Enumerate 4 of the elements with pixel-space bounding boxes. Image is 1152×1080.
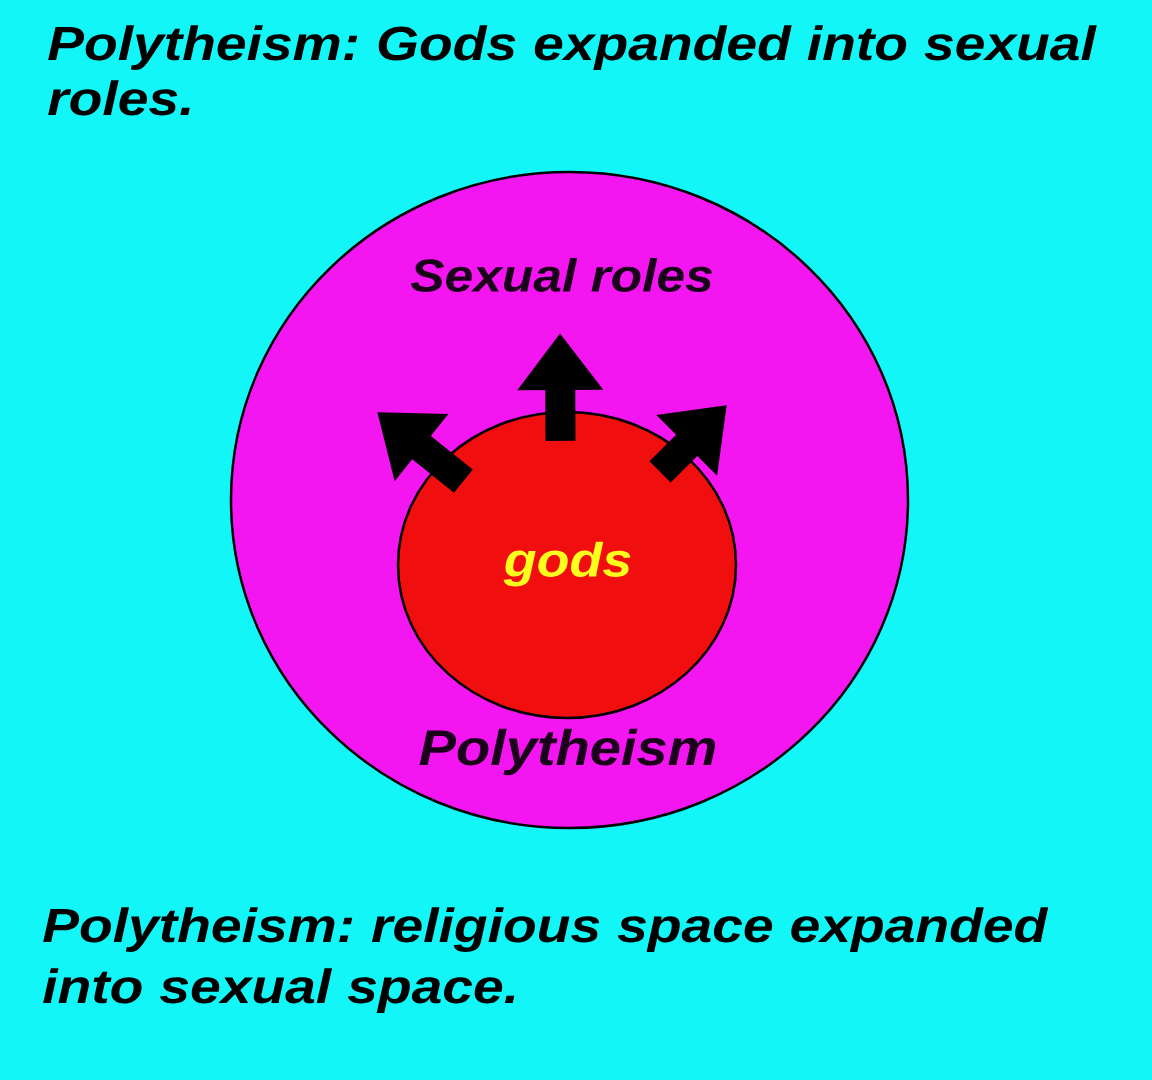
title: Polytheism: Gods expanded into sexual roles. xyxy=(48,25,1097,116)
caption: Polytheism: religious space expanded into sexual space. xyxy=(43,907,1049,1013)
circle-label: Sexual roles xyxy=(410,258,712,292)
circle-label: Polytheism xyxy=(419,728,716,776)
